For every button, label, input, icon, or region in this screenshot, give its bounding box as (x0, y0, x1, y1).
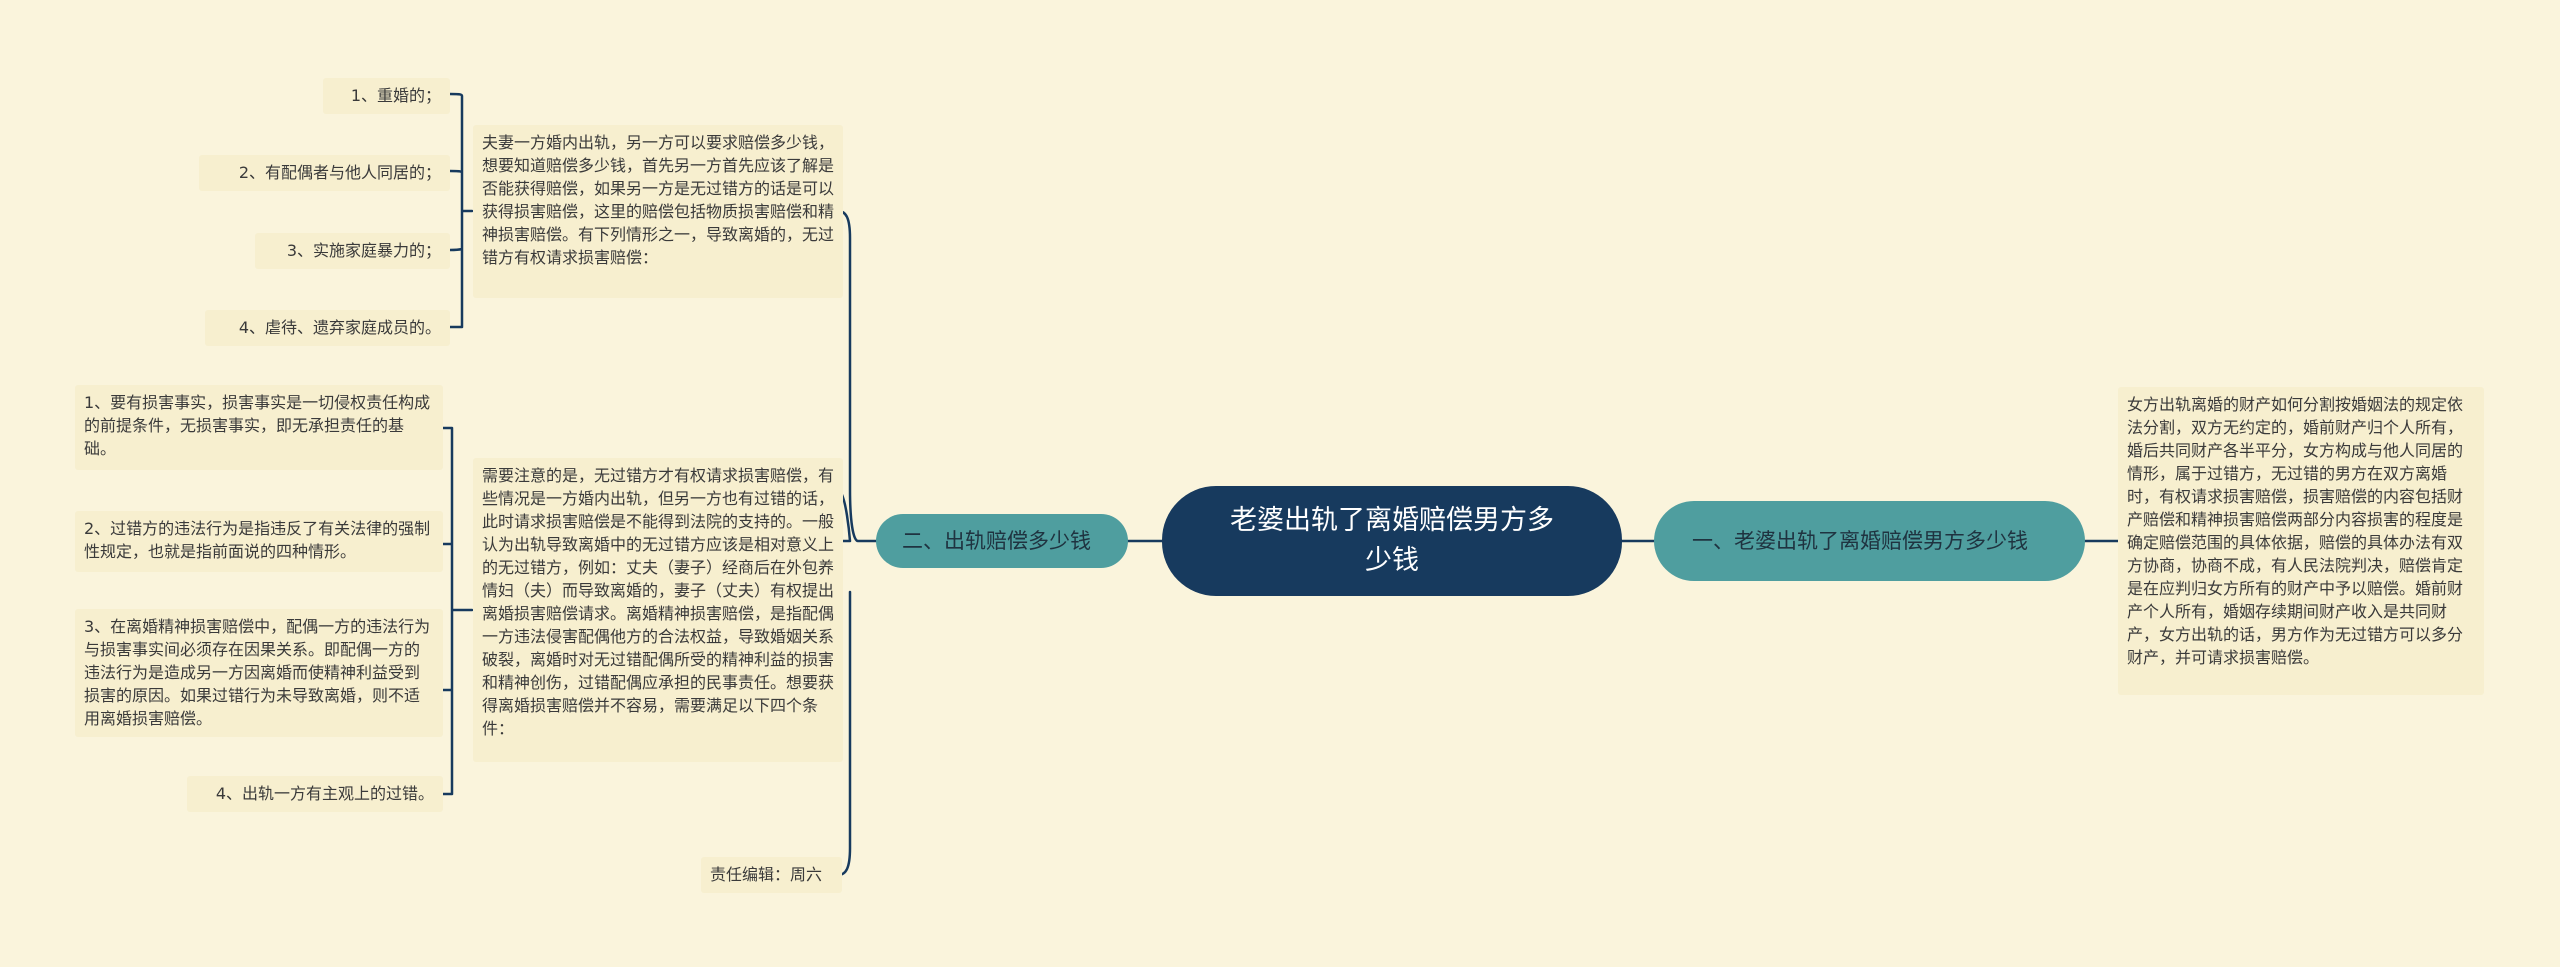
branch-right-label: 一、老婆出轨了离婚赔偿男方多少钱 (1692, 528, 2028, 553)
editor-credit: 责任编辑：周六 (701, 857, 842, 893)
branch-right[interactable]: 一、老婆出轨了离婚赔偿男方多少钱 (1654, 501, 2085, 581)
left-para2-note: 需要注意的是，无过错方才有权请求损害赔偿，有些情况是一方婚内出轨，但另一方也有过… (473, 458, 843, 762)
right-content-note: 女方出轨离婚的财产如何分割按婚姻法的规定依法分割，双方无约定的，婚前财产归个人所… (2118, 387, 2484, 695)
left-para1-note: 夫妻一方婚内出轨，另一方可以要求赔偿多少钱，想要知道赔偿多少钱，首先另一方首先应… (473, 125, 843, 298)
para2-item-3: 3、在离婚精神损害赔偿中，配偶一方的违法行为与损害事实间必须存在因果关系。即配偶… (75, 609, 443, 737)
para1-item-1: 1、重婚的； (323, 78, 450, 114)
root-node[interactable]: 老婆出轨了离婚赔偿男方多少钱 (1162, 486, 1622, 596)
para1-item-2: 2、有配偶者与他人同居的； (199, 155, 450, 191)
para2-item-1: 1、要有损害事实，损害事实是一切侵权责任构成的前提条件，无损害事实，即无承担责任… (75, 385, 443, 470)
para1-item-4: 4、虐待、遗弃家庭成员的。 (205, 310, 450, 346)
link-left-trunk (836, 209, 878, 877)
bracket-para1 (448, 92, 474, 329)
branch-left[interactable]: 二、出轨赔偿多少钱 (876, 514, 1128, 568)
root-title: 老婆出轨了离婚赔偿男方多少钱 (1230, 505, 1554, 576)
bracket-para2 (441, 426, 474, 796)
para2-item-4: 4、出轨一方有主观上的过错。 (187, 776, 443, 812)
para1-item-3: 3、实施家庭暴力的； (255, 233, 450, 269)
branch-left-label: 二、出轨赔偿多少钱 (902, 528, 1091, 553)
para2-item-2: 2、过错方的违法行为是指违反了有关法律的强制性规定，也就是指前面说的四种情形。 (75, 511, 443, 572)
